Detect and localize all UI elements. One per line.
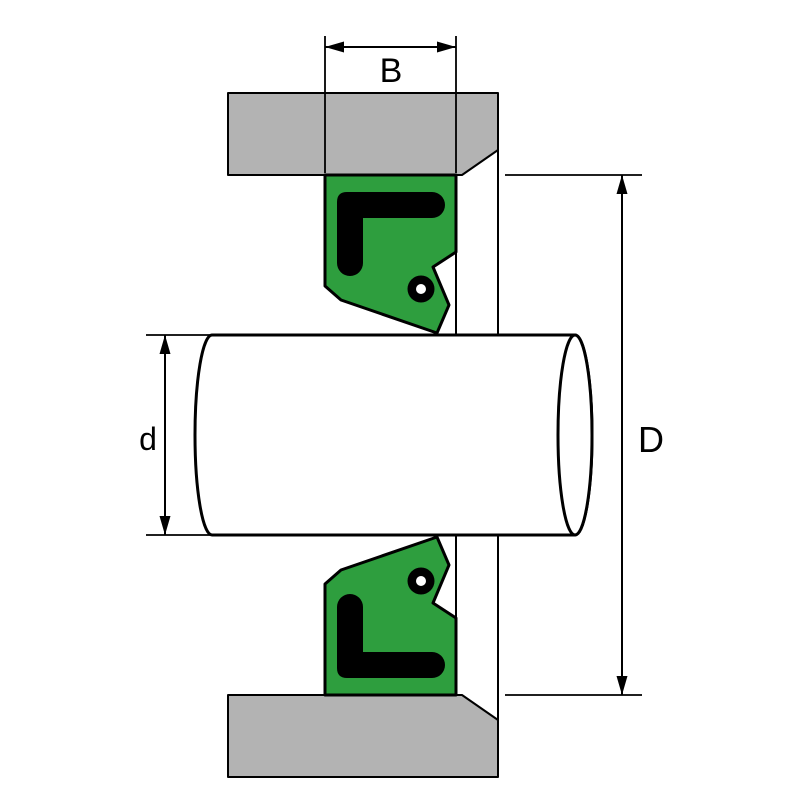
seal-lower-case-insert [337,594,445,678]
seal-upper-spring-center [416,284,426,294]
dim-b-label: B [380,52,403,90]
shaft-body [193,333,594,537]
seal-upper-case-insert [337,192,445,276]
housing-upper-block [227,92,499,176]
seal-lower-spring-center [416,576,426,586]
dim-b-arrow-right [437,41,456,53]
dimension-outer-d: D [505,174,664,696]
housing-lower-block [227,694,499,778]
dim-d-arrow-bottom [159,516,171,535]
dim-d-label: d [139,421,157,457]
shaft-end-face [556,333,594,537]
dim-outer-arrow-top [616,175,628,194]
dimension-b: B [324,36,457,173]
dimension-d: d [139,334,212,536]
dim-d-arrow-top [159,335,171,354]
dim-b-arrow-left [325,41,344,53]
dim-outer-label: D [638,419,664,460]
dim-outer-arrow-bottom [616,676,628,695]
